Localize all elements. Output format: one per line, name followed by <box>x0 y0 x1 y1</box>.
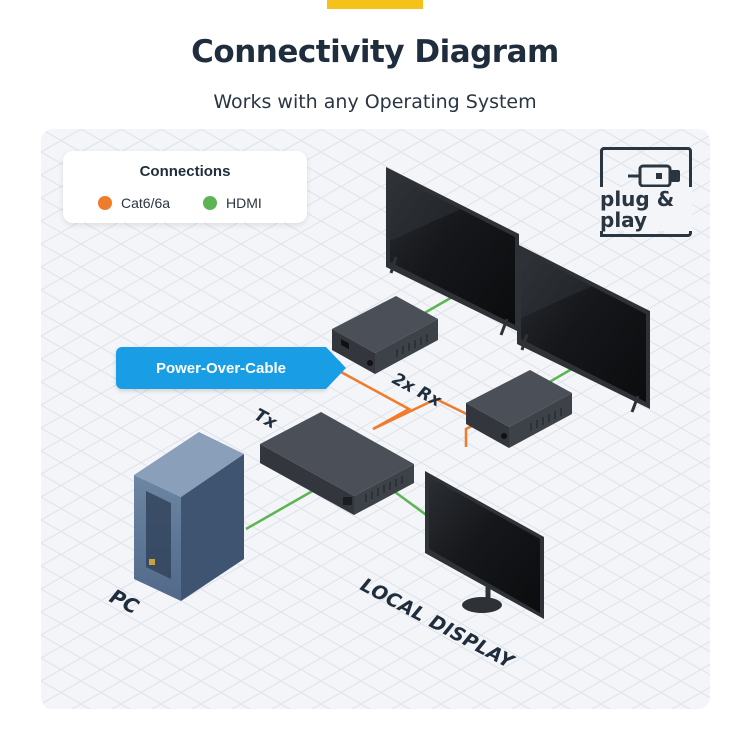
hdmi-cable-tx-monitor <box>390 487 430 519</box>
connections-legend: Connections Cat6/6a HDMI <box>63 151 307 223</box>
hdmi-cable-pc-tx <box>245 487 317 531</box>
badge-text: plug & play <box>600 187 692 231</box>
callout-arrow <box>326 347 346 389</box>
legend-label-cat6: Cat6/6a <box>121 195 171 211</box>
tv-1 <box>386 167 519 336</box>
local-monitor <box>425 471 544 619</box>
rx-receiver-1 <box>332 296 438 374</box>
power-over-cable-callout: Power-Over-Cable <box>116 347 326 389</box>
page-subtitle: Works with any Operating System <box>213 91 537 113</box>
pc-tower <box>134 432 244 601</box>
tv-2 <box>517 244 650 413</box>
diagram-stage: Connections Cat6/6a HDMI Power-Over-Cabl… <box>41 129 710 709</box>
hdmi-plug-icon <box>628 164 680 188</box>
cat6-dot-icon <box>98 196 112 210</box>
legend-item-hdmi: HDMI <box>203 194 262 212</box>
legend-label-hdmi: HDMI <box>226 195 262 211</box>
accent-bar <box>327 0 423 9</box>
legend-item-cat6: Cat6/6a <box>98 194 170 212</box>
badge-line-1: plug & <box>600 187 675 211</box>
legend-title: Connections <box>139 163 231 180</box>
badge-line-2: play <box>600 208 648 232</box>
diagram-scene <box>41 129 710 709</box>
rx-receiver-2 <box>466 370 572 448</box>
plug-and-play-badge: plug & play <box>600 147 692 237</box>
tx-transmitter <box>260 412 414 515</box>
page-title: Connectivity Diagram <box>191 34 559 70</box>
floor-grid <box>41 129 710 709</box>
hdmi-dot-icon <box>203 196 217 210</box>
